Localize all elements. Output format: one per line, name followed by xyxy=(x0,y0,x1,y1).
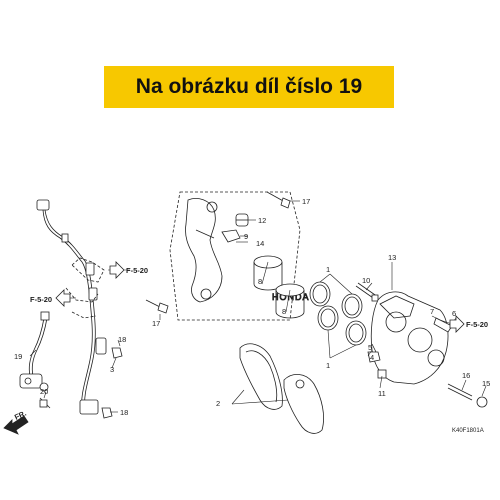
ref-arrow-c xyxy=(449,315,465,333)
label-7: 7 xyxy=(430,307,434,316)
part-19-speed-sensor xyxy=(19,311,50,389)
part-6-pad-pin xyxy=(433,317,453,333)
front-direction-arrow xyxy=(3,415,29,435)
part-10-pin xyxy=(355,282,379,302)
part-labels: 17 12 9 14 8 8 1 1 10 13 7 6 5 4 11 16 1… xyxy=(13,197,490,434)
ref-f-5-20-c: F-5-20 xyxy=(466,320,488,329)
label-9: 9 xyxy=(244,232,248,241)
part-2-brake-pad-a xyxy=(239,343,283,410)
ref-f-5-20-a: F-5-20 xyxy=(126,266,148,275)
bolt-17-top xyxy=(266,191,291,209)
label-1-top: 1 xyxy=(326,265,330,274)
label-15: 15 xyxy=(482,379,490,388)
label-14: 14 xyxy=(256,239,264,248)
label-17-top: 17 xyxy=(302,197,310,206)
label-20: 20 xyxy=(40,387,48,396)
label-19: 19 xyxy=(14,352,22,361)
part-16-bolt xyxy=(447,383,473,401)
label-18-upper: 18 xyxy=(118,335,126,344)
part-5-bleeder xyxy=(367,343,381,363)
diagram-code: K40F1801A xyxy=(452,428,484,434)
part-20-bolt xyxy=(39,382,51,409)
label-8-upper: 8 xyxy=(258,277,262,286)
label-16: 16 xyxy=(462,371,470,380)
ref-f-5-20-b: F-5-20 xyxy=(30,295,52,304)
label-5: 5 xyxy=(368,343,372,352)
part-11-bolt xyxy=(377,369,387,379)
label-10: 10 xyxy=(362,276,370,285)
label-1-bottom: 1 xyxy=(326,361,330,370)
ref-arrow-a xyxy=(109,261,125,279)
label-4: 4 xyxy=(370,353,374,362)
ref-arrow-b xyxy=(55,289,71,307)
label-6: 6 xyxy=(452,309,456,318)
part-15-cap xyxy=(476,396,488,408)
sensor-wire-harness xyxy=(36,199,107,415)
label-13: 13 xyxy=(388,253,396,262)
label-3: 3 xyxy=(110,365,114,374)
label-11: 11 xyxy=(378,389,386,398)
bolt-18-lower xyxy=(101,407,113,419)
bolt-18-upper xyxy=(111,347,123,359)
label-12: 12 xyxy=(258,216,266,225)
part-1-piston-seals xyxy=(309,281,367,346)
label-18-lower: 18 xyxy=(120,408,128,417)
label-8-lower: 8 xyxy=(282,307,286,316)
caliper-bracket xyxy=(185,198,223,303)
label-17-left: 17 xyxy=(152,319,160,328)
label-2: 2 xyxy=(216,399,220,408)
bracket-callout-box xyxy=(169,191,301,321)
part-12-boot xyxy=(235,213,249,227)
title-banner: Na obrázku díl číslo 19 xyxy=(104,66,394,108)
bolt-17-left xyxy=(145,299,169,314)
watermark-text: HONDA xyxy=(272,292,310,302)
part-13-caliper-body xyxy=(370,291,449,385)
part-2-brake-pad-b xyxy=(283,374,324,434)
part-9-boot xyxy=(221,229,241,243)
